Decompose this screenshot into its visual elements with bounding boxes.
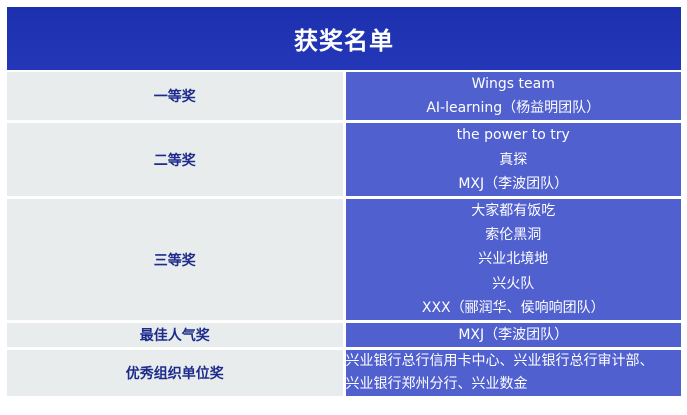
winner-name: 兴业银行郑州分行、兴业数金 <box>345 376 528 393</box>
winner-name: the power to try <box>456 127 570 144</box>
winner-list: MXJ（李波团队） <box>344 321 681 351</box>
page-title: 获奖名单 <box>7 7 681 72</box>
award-row: 最佳人气奖 MXJ（李波团队） <box>7 321 681 351</box>
winner-list: 大家都有饭吃索伦黑洞兴业北境地兴火队 XXX（郦润华、侯响响团队） <box>344 197 681 324</box>
winner-name: MXJ（李波团队） <box>458 175 569 192</box>
award-category: 优秀组织单位奖 <box>7 348 346 397</box>
winner-list: the power to try 真探 MXJ（李波团队） <box>344 121 681 200</box>
winner-name: 兴火队 <box>492 275 535 292</box>
award-row: 二等奖 the power to try 真探 MXJ（李波团队） <box>7 121 681 200</box>
award-category: 二等奖 <box>7 121 346 200</box>
winner-name: AI-learning（杨益明团队） <box>426 100 601 117</box>
winner-name: 大家都有饭吃 <box>471 203 556 220</box>
winner-name: Wings team <box>471 76 555 92</box>
award-category: 最佳人气奖 <box>7 321 346 351</box>
winner-name: 真探 <box>499 151 528 168</box>
winner-name: XXX（郦润华、侯响响团队） <box>421 299 605 316</box>
winner-name: 兴业北境地 <box>478 251 549 268</box>
winner-list: 兴业银行总行信用卡中心、兴业银行总行审计部、兴业银行郑州分行、兴业数金 <box>344 348 681 397</box>
award-category: 一等奖 <box>7 71 346 124</box>
winner-name: 兴业银行总行信用卡中心、兴业银行总行审计部、 <box>345 353 654 370</box>
award-row: 优秀组织单位奖兴业银行总行信用卡中心、兴业银行总行审计部、兴业银行郑州分行、兴业… <box>7 348 681 397</box>
winner-name: 索伦黑洞 <box>485 227 542 244</box>
title-row: 获奖名单 <box>7 7 681 72</box>
award-category: 三等奖 <box>7 197 346 324</box>
winner-name: MXJ（李波团队） <box>458 327 569 344</box>
award-row: 三等奖 大家都有饭吃索伦黑洞兴业北境地兴火队 XXX（郦润华、侯响响团队） <box>7 197 681 324</box>
